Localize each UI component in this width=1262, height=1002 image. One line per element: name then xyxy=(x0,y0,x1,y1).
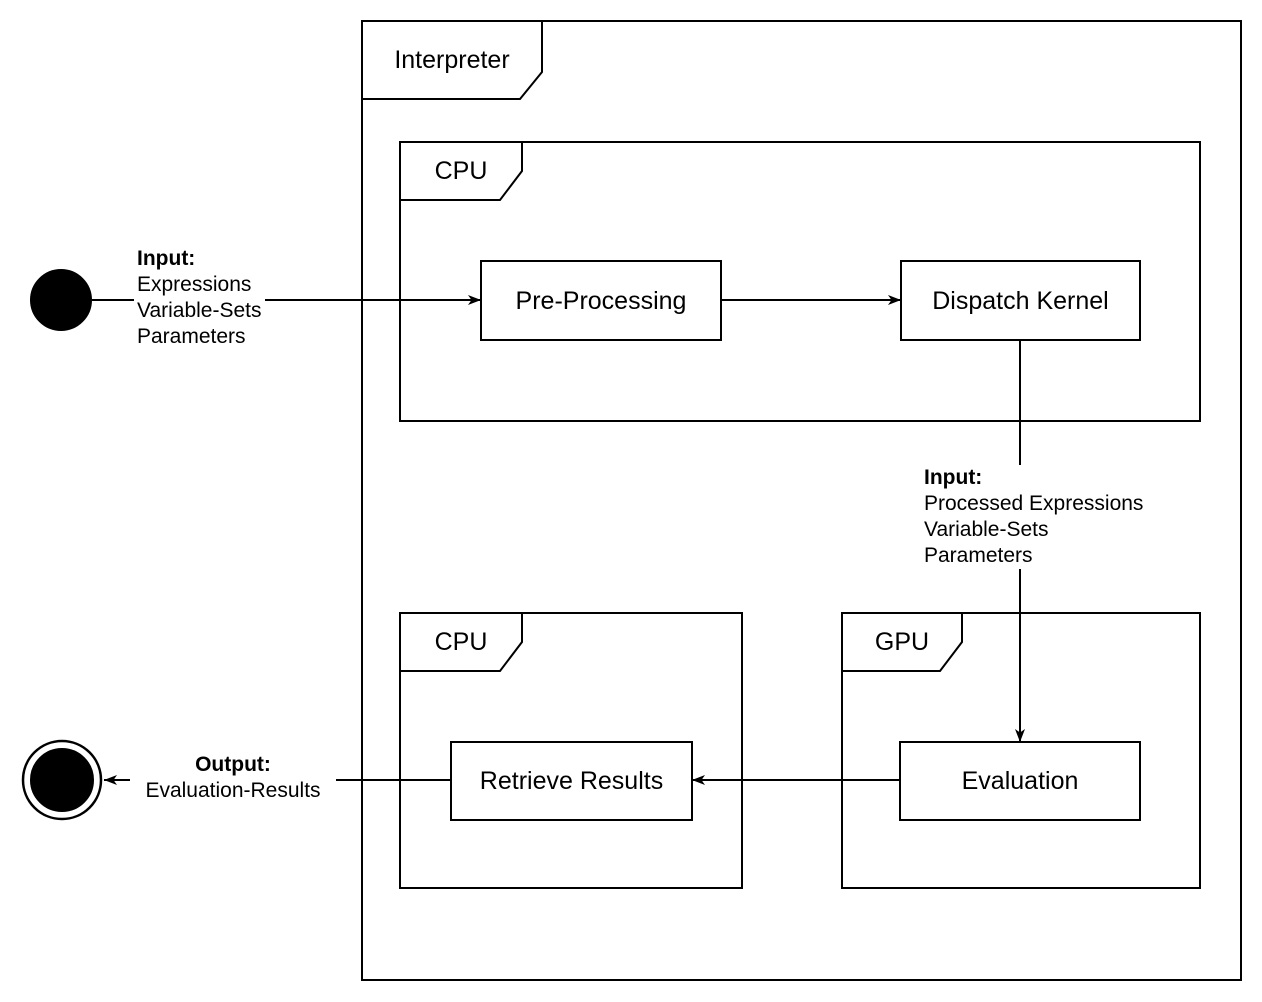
input-gpu-edge-label: Input: Processed Expressions Variable-Se… xyxy=(921,465,1147,569)
input-gpu-line: Variable-Sets xyxy=(924,518,1049,541)
input-initial-edge-label: Input: Expressions Variable-Sets Paramet… xyxy=(134,246,265,350)
gpu-partition-tab xyxy=(841,612,963,672)
node-pre-processing xyxy=(480,260,722,341)
node-dispatch-kernel xyxy=(900,260,1141,341)
cpu-bottom-partition-tab xyxy=(399,612,523,672)
interpreter-frame xyxy=(361,20,1242,981)
node-retrieve-results xyxy=(450,741,693,821)
input-gpu-heading: Input: xyxy=(924,466,983,489)
input-initial-heading: Input: xyxy=(137,247,196,270)
input-initial-line: Variable-Sets xyxy=(137,299,262,322)
final-state-inner-dot xyxy=(30,748,94,812)
cpu-top-partition xyxy=(399,141,1201,422)
input-initial-line: Parameters xyxy=(137,325,246,348)
output-heading: Output: xyxy=(195,753,271,776)
input-gpu-line: Parameters xyxy=(924,544,1033,567)
interpreter-frame-tab xyxy=(361,20,543,100)
node-evaluation xyxy=(899,741,1141,821)
input-initial-line: Expressions xyxy=(137,273,252,296)
cpu-top-partition-tab xyxy=(399,141,523,201)
output-line: Evaluation-Results xyxy=(145,779,321,802)
input-gpu-line: Processed Expressions xyxy=(924,492,1144,515)
output-edge-label: Output: Evaluation-Results xyxy=(130,752,336,804)
cpu-bottom-partition xyxy=(399,612,743,889)
initial-state-node xyxy=(30,269,92,331)
